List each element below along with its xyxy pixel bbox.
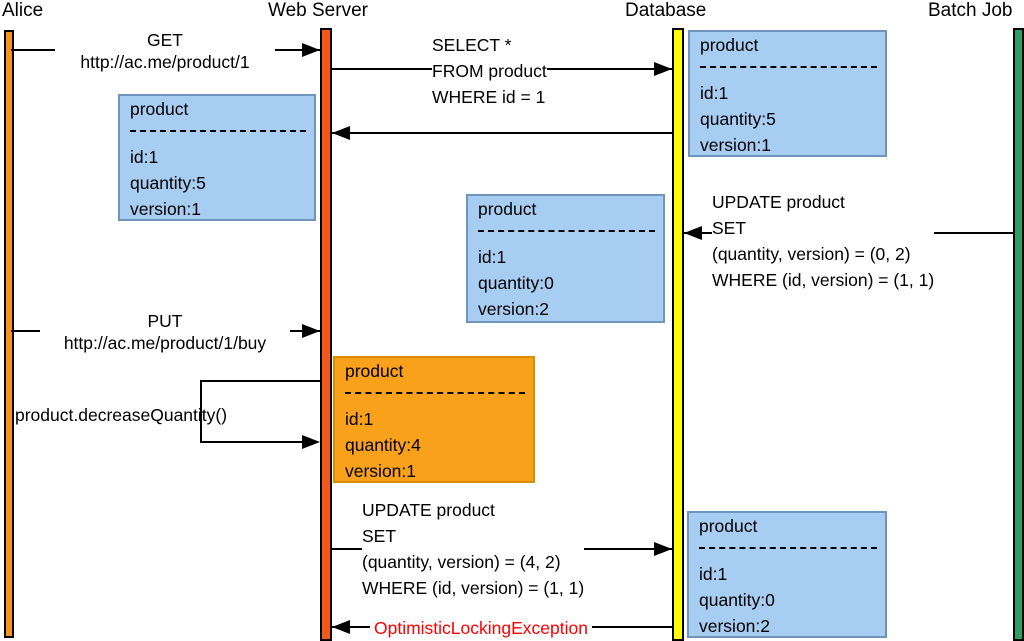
message-exception-label: OptimisticLockingException <box>370 616 592 640</box>
note-separator <box>345 392 525 394</box>
note-title: product <box>345 361 404 381</box>
note-database-product-v1: product id:1 quantity:5 version:1 <box>688 30 887 157</box>
arrowhead-right-icon <box>654 542 672 556</box>
self-call-vertical-line <box>200 380 202 443</box>
note-webserver-product-v1: product id:1 quantity:5 version:1 <box>118 94 316 221</box>
note-separator <box>130 130 306 132</box>
arrowhead-right-icon <box>654 62 672 76</box>
message-get-label: GET http://ac.me/product/1 <box>55 29 275 73</box>
actor-label-batch-job: Batch Job <box>928 0 1013 21</box>
lifeline-alice <box>4 30 14 638</box>
note-title: product <box>700 35 759 55</box>
note-separator <box>699 547 877 549</box>
self-call-top-line <box>200 380 321 382</box>
message-select-label: SELECT * FROM product WHERE id = 1 <box>432 32 547 110</box>
note-title: product <box>478 199 537 219</box>
actor-label-alice: Alice <box>2 0 44 21</box>
note-database-product-final: product id:1 quantity:0 version:2 <box>687 511 887 638</box>
lifeline-database <box>672 28 684 641</box>
actor-label-web-server: Web Server <box>268 0 368 21</box>
note-webserver-product-stale: product id:1 quantity:4 version:1 <box>333 356 535 483</box>
note-separator <box>700 66 877 68</box>
self-call-bottom-line <box>200 441 303 443</box>
note-title: product <box>699 516 758 536</box>
note-title: product <box>130 99 189 119</box>
lifeline-web-server <box>320 28 332 641</box>
arrowhead-right-icon <box>302 43 320 57</box>
arrowhead-left-icon <box>332 620 350 634</box>
message-self-call-label: product.decreaseQuantity() <box>15 403 228 427</box>
lifeline-batch-job <box>1013 28 1024 641</box>
arrowhead-right-icon <box>302 435 320 449</box>
arrowhead-left-icon <box>332 126 350 140</box>
actor-label-database: Database <box>625 0 707 21</box>
message-batch-update-label: UPDATE product SET (quantity, version) =… <box>712 189 935 293</box>
arrowhead-left-icon <box>684 226 702 240</box>
note-database-product-v2: product id:1 quantity:0 version:2 <box>466 194 665 323</box>
message-select-return-line <box>332 132 672 134</box>
arrowhead-right-icon <box>302 324 320 338</box>
message-put-label: PUT http://ac.me/product/1/buy <box>40 310 290 354</box>
message-ws-update-label: UPDATE product SET (quantity, version) =… <box>362 497 585 601</box>
note-separator <box>478 230 655 232</box>
